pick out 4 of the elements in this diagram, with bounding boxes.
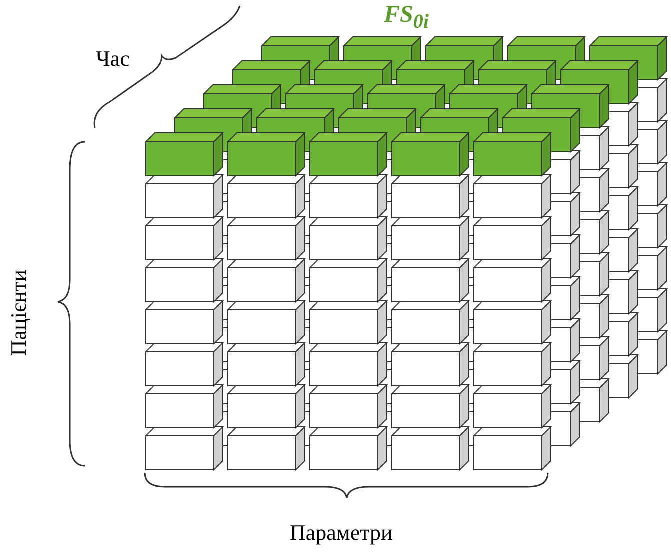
axis-label: Пацієнти [6, 270, 32, 356]
formula-label: FS$_{0i}$ [384, 2, 429, 34]
axis-label: Параметри [290, 520, 393, 546]
axis-label: Час [96, 46, 130, 72]
